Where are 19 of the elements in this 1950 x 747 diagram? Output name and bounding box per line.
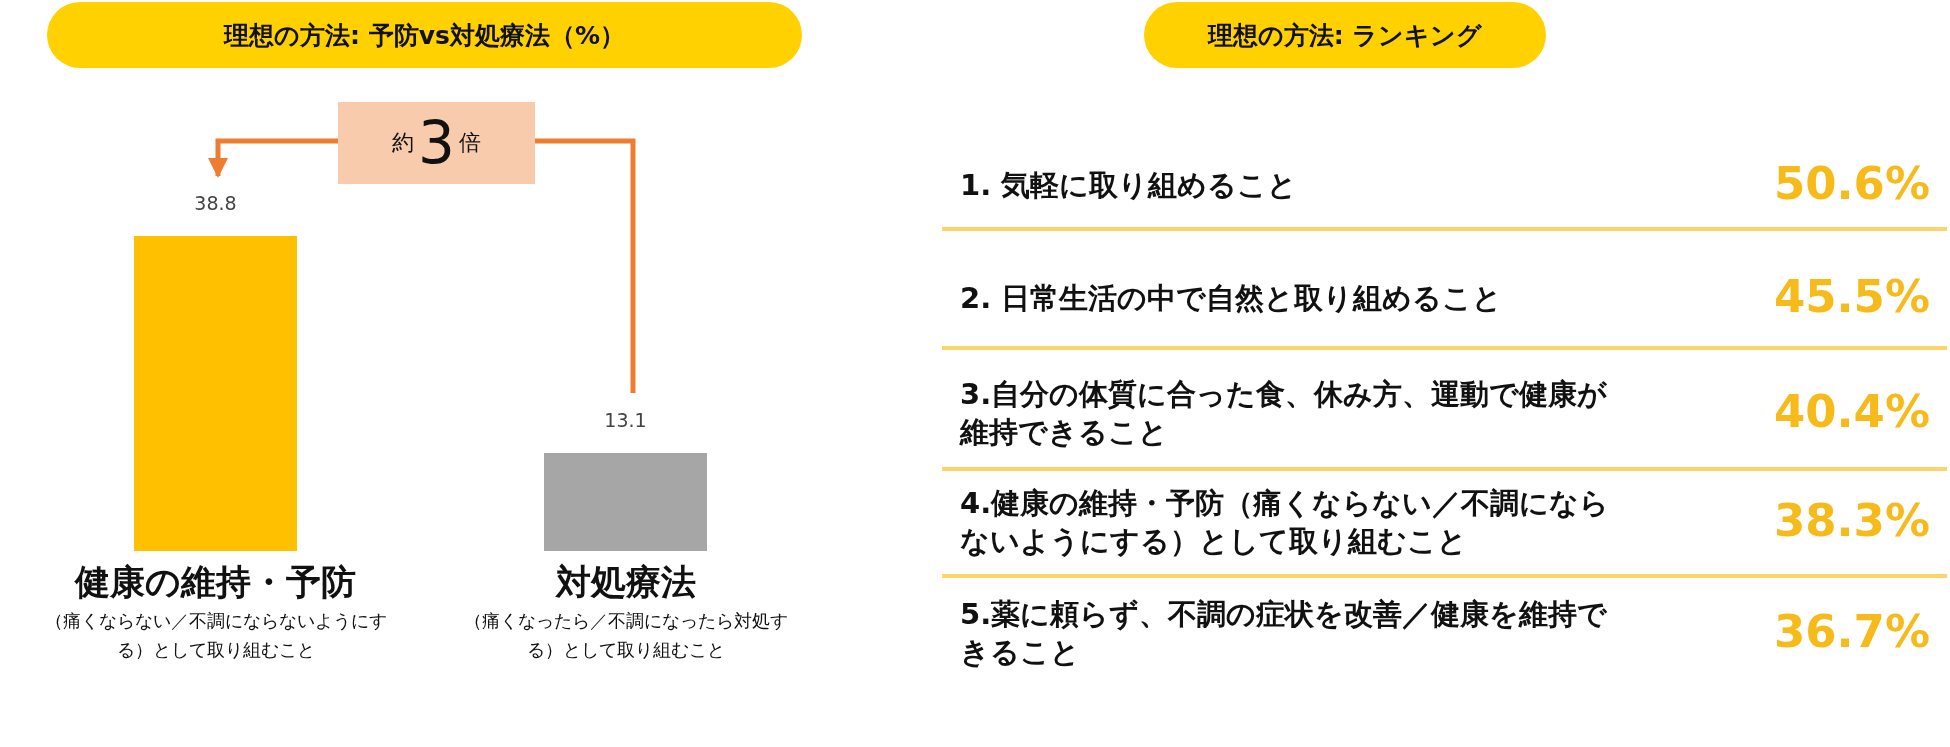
data-label: 13.1 — [603, 409, 648, 431]
title-pill: 理想の方法: ランキング — [1144, 2, 1546, 68]
ranking-item: 5.薬に頼らず、不調の症状を改善／健康を維持できること — [960, 595, 1609, 671]
arrow — [208, 138, 338, 178]
percentage: 38.3% — [1772, 494, 1930, 547]
percentage: 45.5% — [1772, 269, 1930, 323]
ranking-item: 3.自分の体質に合った食、休み方、運動で健康が維持できること — [960, 375, 1609, 451]
data-label: 38.8 — [193, 192, 238, 214]
caption-note: （痛くなったら／不調になったら対処する）として取り組むこと — [462, 609, 789, 662]
caption-note: （痛くならない／不調にならないようにする）として取り組むこと — [43, 609, 388, 662]
bar-caption: 対処療法 — [554, 561, 697, 604]
title-pill: 理想の方法: 予防vs対処療法（%） — [47, 2, 802, 68]
bar-caption: 健康の維持・予防 — [73, 561, 357, 604]
ranking-item: 1. 気軽に取り組めること — [960, 167, 1298, 204]
ranking-item: 2. 日常生活の中で自然と取り組めること — [960, 279, 1503, 317]
percentage: 40.4% — [1772, 384, 1930, 438]
percentage: 50.6% — [1772, 157, 1930, 210]
percentage: 36.7% — [1772, 604, 1930, 658]
ranking-item: 4.健康の維持・予防（痛くならない／不調にならないようにする）として取り組むこと — [960, 485, 1611, 560]
